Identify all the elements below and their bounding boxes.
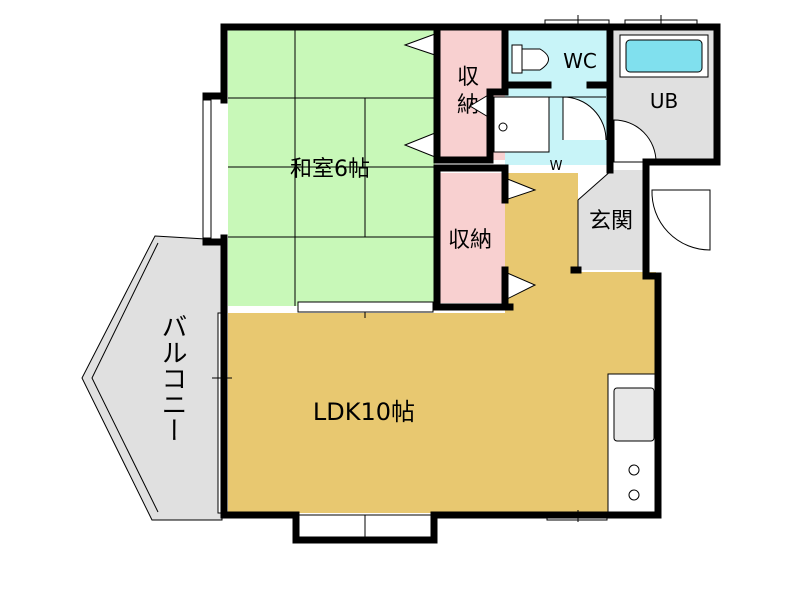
entrance-label: 玄関	[589, 209, 633, 234]
partition-sliding-door	[297, 301, 434, 313]
storage-mid-label: 収納	[448, 228, 492, 253]
balcony-inner-edge	[91, 242, 159, 513]
walls	[202, 23, 721, 544]
washitsu-label: 和室6帖	[290, 157, 370, 182]
stove-burner-1	[628, 464, 640, 476]
stove-burner-2	[628, 489, 640, 501]
kitchen-sink	[613, 387, 655, 442]
entrance-floor	[578, 170, 645, 270]
ldk-label: LDK10帖	[313, 398, 415, 426]
toilet-bowl	[521, 48, 549, 71]
ldk-floor	[228, 173, 656, 513]
ub-label: UB	[650, 89, 678, 113]
entrance-step	[577, 169, 613, 201]
storage-top-label-1: 収	[457, 65, 479, 90]
balcony-label: バルコニー	[157, 313, 187, 443]
storage-mid-floor	[440, 173, 505, 303]
wc-label: WC	[563, 49, 597, 73]
window-washitsu-west	[202, 99, 212, 239]
entrance-door-swing	[651, 189, 711, 251]
washbasin-drain	[498, 122, 508, 132]
closet-door-marks	[403, 33, 537, 301]
tatami-lines	[228, 30, 435, 306]
toilet-tank	[511, 44, 523, 74]
washer-mark: W	[550, 159, 563, 174]
bathtub-water	[625, 39, 703, 73]
storage-top-label-2: 納	[457, 93, 479, 118]
balcony-area	[81, 235, 223, 521]
washitsu-floor	[228, 30, 435, 306]
